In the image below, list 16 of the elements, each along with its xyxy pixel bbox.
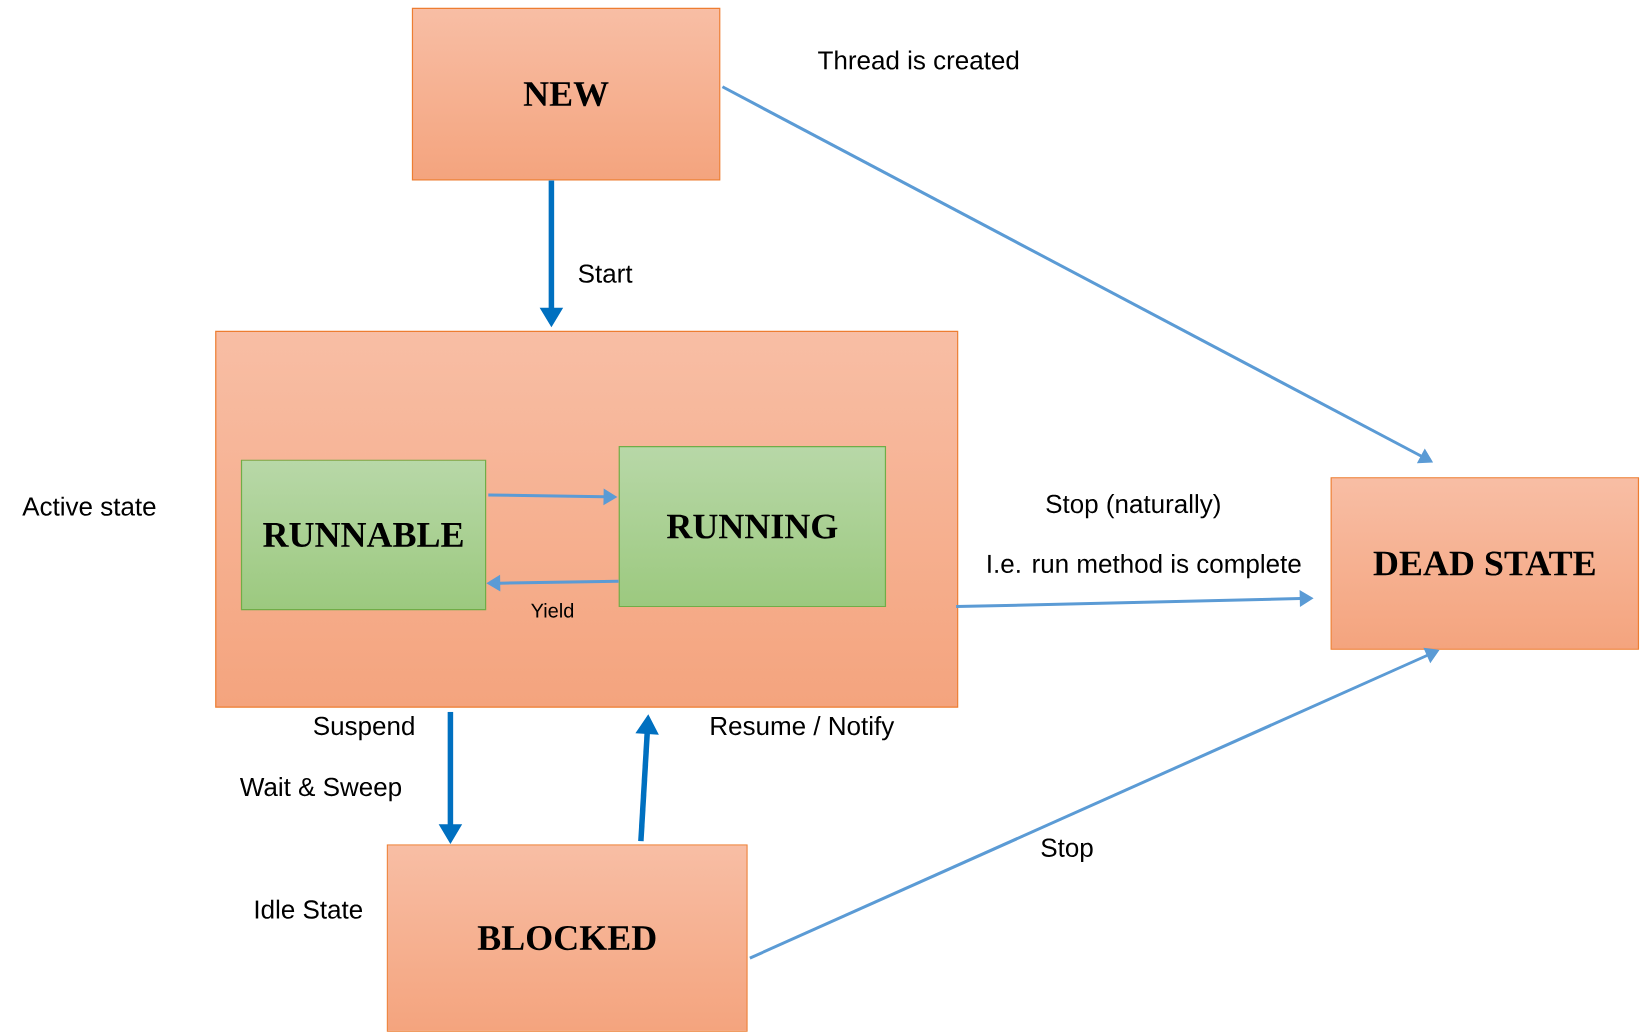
state-box: DEAD STATE xyxy=(1330,477,1640,650)
state-note: Active state xyxy=(22,496,156,516)
state-box: RUNNABLE xyxy=(240,459,487,611)
note-text: I.e. run method is complete xyxy=(988,554,1301,579)
note-text: Wait & Sweep xyxy=(239,777,402,802)
edge-label: Stop xyxy=(1041,838,1093,863)
state-note: Thread is created xyxy=(818,50,1019,70)
state-box: NEW xyxy=(411,7,721,181)
state-box: BLOCKED xyxy=(386,844,748,1032)
edge-label: Start xyxy=(578,264,633,283)
edge-label: Yield xyxy=(531,602,574,618)
state-note: Idle State xyxy=(255,899,363,919)
edge-label: Stop (naturally) xyxy=(1046,494,1220,519)
edge-label: Suspend xyxy=(313,716,414,741)
edge-label: Resume / Notify xyxy=(711,716,895,741)
state-box: RUNNING xyxy=(618,446,887,608)
